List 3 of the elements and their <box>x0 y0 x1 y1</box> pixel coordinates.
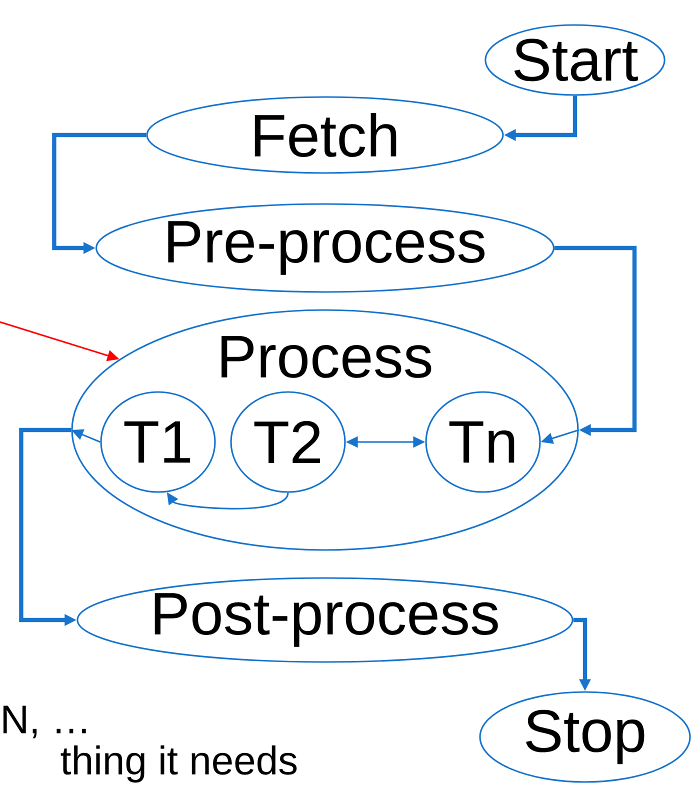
note-text: thing it needs <box>60 745 297 783</box>
arrow <box>554 246 637 436</box>
note-text: N, … <box>3 706 86 738</box>
